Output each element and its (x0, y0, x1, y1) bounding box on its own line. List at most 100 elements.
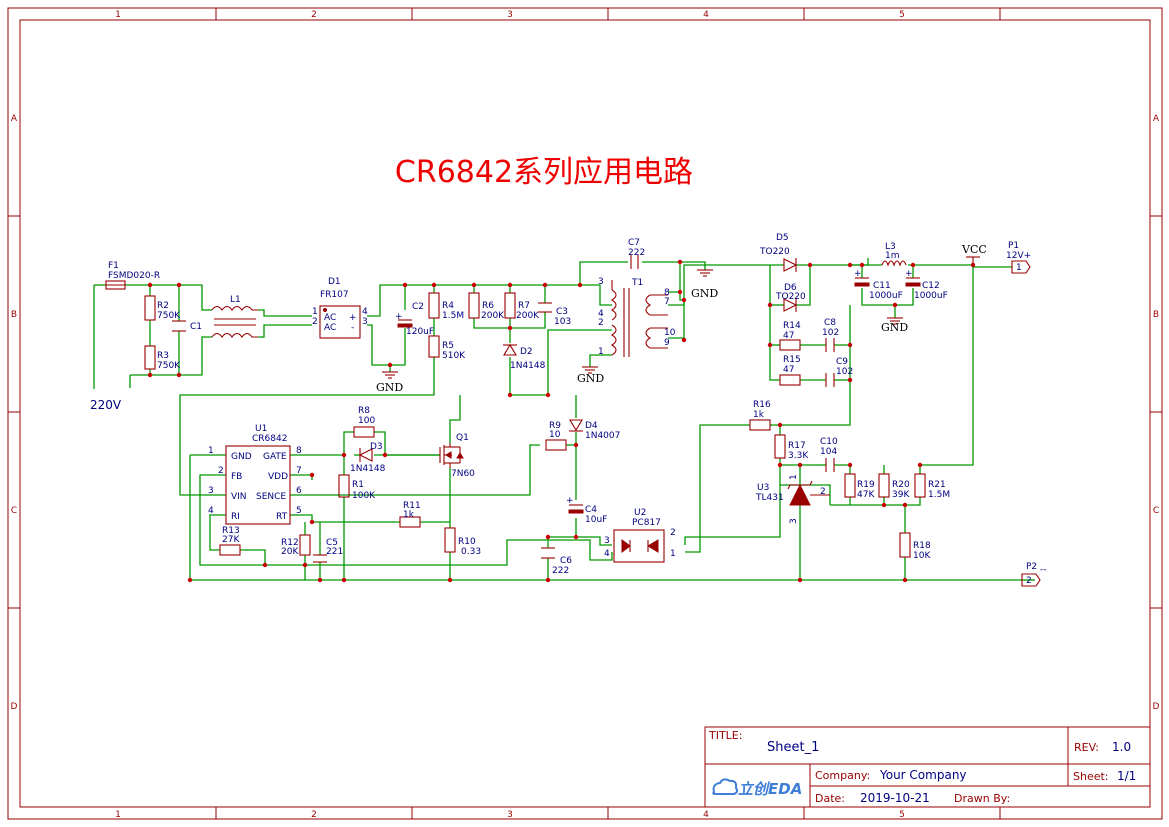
diode-D6[interactable]: D6 TO220 (775, 283, 806, 312)
diode-D2[interactable]: D2 1N4148 (503, 343, 546, 371)
resistor-R8[interactable]: R8 100 (353, 406, 375, 438)
capacitor-C3[interactable]: C3 103 (538, 302, 571, 327)
resistor-R1[interactable]: R1 100K (338, 474, 376, 501)
svg-text:1k: 1k (753, 410, 765, 420)
rev-key: REV: (1074, 741, 1099, 754)
resistor-R5[interactable]: R5 510K (428, 335, 466, 361)
svg-text:27K: 27K (222, 535, 240, 545)
svg-text:2: 2 (820, 487, 826, 497)
junction-dot (187, 577, 193, 583)
svg-text:C1: C1 (190, 322, 202, 332)
svg-text:3: 3 (362, 317, 368, 327)
zone-label: 4 (703, 810, 709, 820)
bridge-rectifier-D1[interactable]: D1 FR107 1 AC 4 + 2 AC 3 - (312, 277, 368, 339)
zone-label: D (11, 702, 18, 712)
svg-text:1: 1 (208, 446, 214, 456)
capacitor-C12[interactable]: + C12 1000uF (905, 269, 948, 301)
ground-icon: GND (376, 371, 403, 394)
ic-U1[interactable]: U1 CR6842 1 GND 8 GATE 2 FB 7 VDD 3 VIN … (208, 424, 302, 525)
capacitor-C9[interactable]: C9 102 (825, 357, 853, 387)
junction-dot (910, 262, 916, 268)
svg-text:R2: R2 (157, 301, 169, 311)
svg-text:6: 6 (296, 486, 302, 496)
resistor-R4[interactable]: R4 1.5M (428, 292, 464, 321)
junction-dot (847, 342, 853, 348)
resistor-R9[interactable]: R9 10 (545, 421, 567, 451)
resistor-R7[interactable]: R7 200K (504, 292, 540, 321)
resistor-R17[interactable]: R17 3.3K (774, 434, 809, 461)
capacitor-C6[interactable]: C6 222 (541, 547, 572, 576)
svg-text:VDD: VDD (268, 472, 288, 482)
svg-text:100K: 100K (352, 491, 376, 501)
svg-text:GATE: GATE (263, 452, 287, 462)
optocoupler-U2[interactable]: U2 PC817 3 4 2 1 (604, 508, 676, 563)
inductor-L1[interactable]: L1 (211, 295, 258, 338)
svg-text:D2: D2 (520, 347, 533, 357)
svg-text:R16: R16 (753, 400, 771, 410)
diode-D5[interactable]: D5 TO220 (759, 233, 798, 272)
mosfet-Q1[interactable]: Q1 7N60 (439, 433, 475, 479)
svg-text:1N4007: 1N4007 (585, 431, 620, 441)
svg-text:C5: C5 (326, 538, 338, 548)
svg-text:FSMD020-R: FSMD020-R (108, 271, 160, 281)
resistor-R15[interactable]: R15 47 (779, 355, 801, 386)
svg-text:0.33: 0.33 (461, 547, 481, 557)
svg-text:TO220: TO220 (775, 292, 806, 302)
diode-D4[interactable]: D4 1N4007 (569, 419, 620, 441)
svg-text:RI: RI (231, 512, 240, 522)
junction-dot (892, 302, 898, 308)
resistor-R11[interactable]: R11 1k (399, 501, 421, 528)
svg-text:47K: 47K (857, 490, 875, 500)
resistor-R3[interactable]: R3 750K (144, 345, 181, 371)
title-key: TITLE: (708, 729, 742, 742)
fuse-F1[interactable]: F1 FSMD020-R (105, 261, 160, 290)
resistor-R19[interactable]: R19 47K (844, 473, 875, 500)
capacitor-C4[interactable]: + C4 10uF (566, 496, 607, 525)
vcc-flag: VCC (961, 243, 987, 265)
resistor-R12[interactable]: R12 20K (281, 534, 311, 557)
junction-dot (309, 472, 315, 478)
junction-dot (147, 372, 153, 378)
resistor-R13[interactable]: R13 27K (219, 526, 241, 556)
zone-label: 2 (311, 810, 317, 820)
svg-text:1.5M: 1.5M (442, 311, 464, 321)
svg-text:AC: AC (324, 313, 336, 323)
junction-dot (542, 282, 548, 288)
resistor-R6[interactable]: R6 200K (468, 292, 505, 321)
resistor-R10[interactable]: R10 0.33 (444, 527, 481, 557)
zone-label: 3 (507, 810, 513, 820)
resistor-R2[interactable]: R2 750K (144, 295, 181, 321)
svg-text:102: 102 (822, 328, 839, 338)
svg-text:+: + (566, 496, 574, 506)
inductor-L3[interactable]: L3 1m (881, 242, 907, 267)
svg-text:10K: 10K (913, 551, 931, 561)
connector-P1[interactable]: 1 P1 12V+ (1006, 241, 1031, 274)
svg-text:R15: R15 (783, 355, 801, 365)
capacitor-C7[interactable]: C7 222 (628, 238, 645, 269)
capacitor-C11[interactable]: + C11 1000uF (854, 269, 903, 301)
svg-text:4: 4 (604, 549, 610, 559)
svg-text:4: 4 (208, 506, 214, 516)
resistor-R14[interactable]: R14 47 (779, 321, 801, 351)
resistor-R18[interactable]: R18 10K (899, 532, 931, 561)
capacitor-C8[interactable]: C8 102 (822, 318, 839, 352)
junction-dot (917, 462, 923, 468)
capacitor-C5[interactable]: C5 221 (313, 538, 343, 563)
zone-label: D (1153, 702, 1160, 712)
resistor-R16[interactable]: R16 1k (749, 400, 771, 431)
connector-P2[interactable]: 2 P2 -- (1021, 562, 1047, 587)
shunt-regulator-U3[interactable]: U3 TL431 1 2 3 (755, 474, 830, 524)
transformer-T1[interactable]: T1 3 4 2 1 8 7 10 9 (598, 277, 676, 357)
capacitor-C10[interactable]: C10 104 (820, 437, 838, 472)
ground-symbols: GND GND GND GND (376, 269, 908, 394)
resistor-R21[interactable]: R21 1.5M (914, 473, 950, 500)
resistor-R20[interactable]: R20 39K (878, 473, 910, 500)
zone-label: 4 (703, 10, 709, 20)
svg-text:750K: 750K (157, 311, 181, 321)
junction-dot (797, 577, 803, 583)
capacitor-C1[interactable]: C1 (172, 320, 202, 332)
diode-D3[interactable]: D3 1N4148 (350, 442, 386, 474)
svg-text:1: 1 (670, 549, 676, 559)
capacitor-C2[interactable]: + C2 120uF (395, 302, 434, 337)
svg-text:U2: U2 (634, 508, 646, 518)
